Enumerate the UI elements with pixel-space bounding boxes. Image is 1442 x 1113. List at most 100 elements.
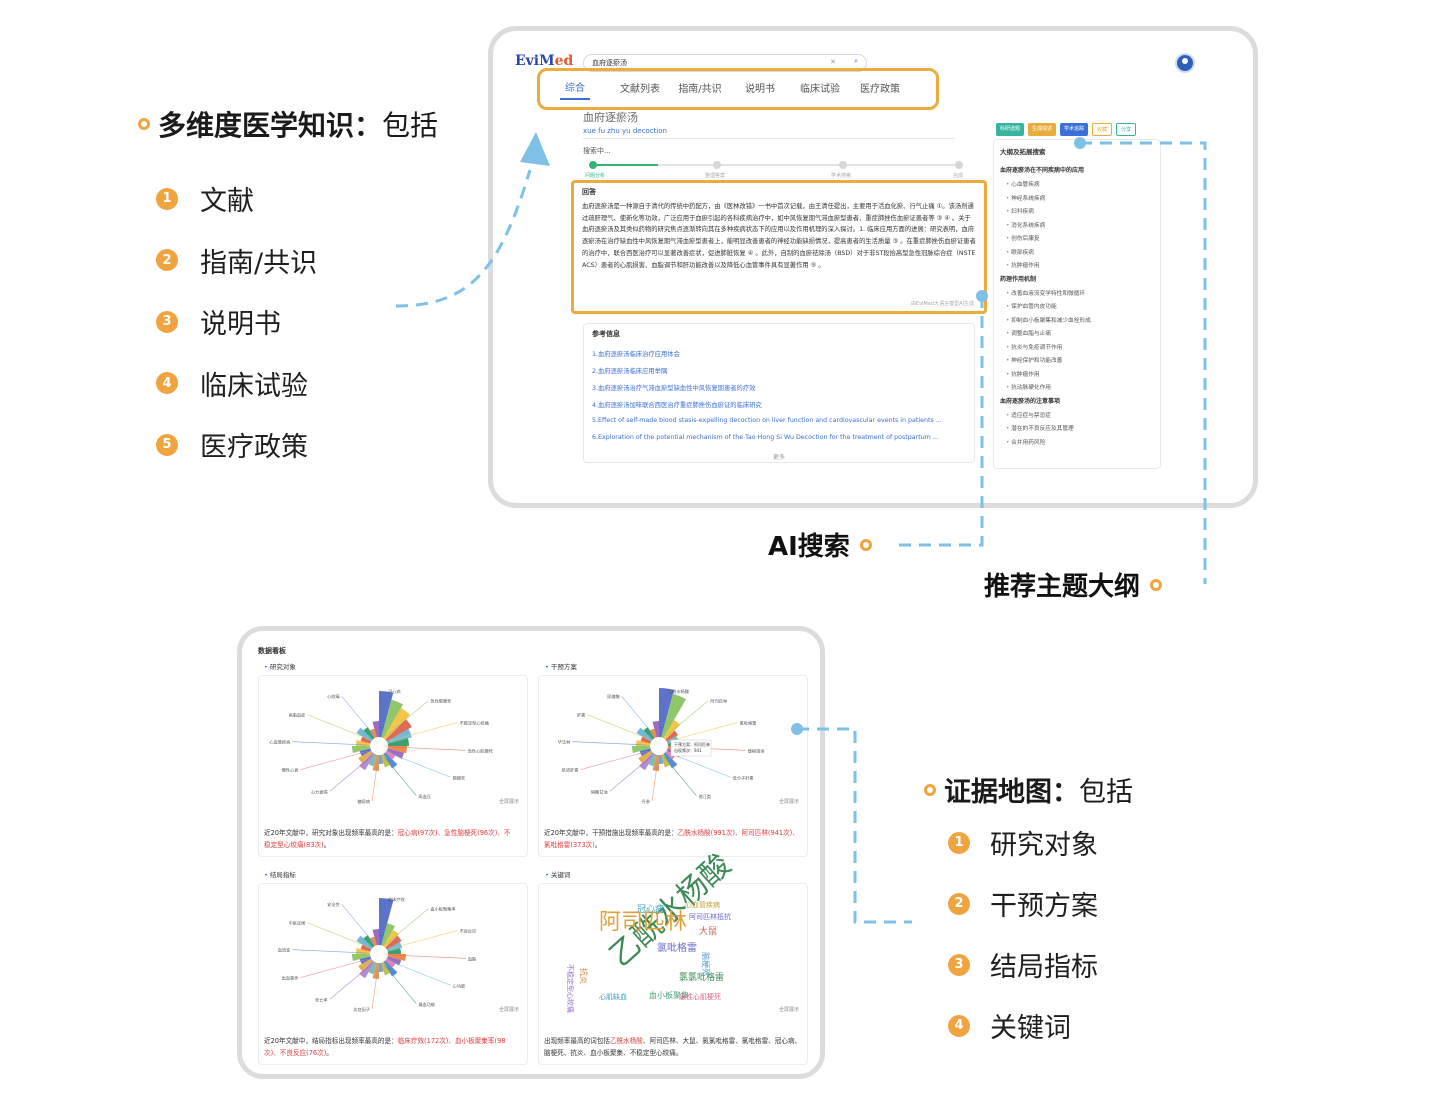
outline-item[interactable]: 潜在的不良反应及其管理 xyxy=(1000,423,1154,437)
keyword[interactable]: 大鼠 xyxy=(699,927,718,937)
fullscreen-button[interactable]: 全屏展示 xyxy=(778,799,799,805)
rose-segment[interactable] xyxy=(381,699,403,739)
keyword[interactable]: 心血管疾病 xyxy=(685,901,720,909)
keyword[interactable]: 心肌缺血 xyxy=(599,993,627,1001)
rose-segment[interactable] xyxy=(387,738,409,746)
outline-item[interactable]: 抗肿瘤作用 xyxy=(1000,260,1154,274)
outline-item[interactable]: 眼部疾病 xyxy=(1000,247,1154,261)
rose-segment[interactable] xyxy=(650,728,657,739)
review-button[interactable]: 生成综述 xyxy=(1028,123,1057,136)
fullscreen-button[interactable]: 全屏展示 xyxy=(498,1007,519,1013)
tab-instructions[interactable]: 说明书 xyxy=(745,83,775,95)
research-topic-button[interactable]: 科研选题 xyxy=(996,123,1025,136)
rose-segment[interactable] xyxy=(370,728,377,739)
keyword[interactable]: 血小板聚集 xyxy=(649,991,689,1000)
keyword[interactable]: 冠心病 xyxy=(637,905,665,915)
rose-segment[interactable] xyxy=(370,936,377,947)
keyword[interactable]: 急性心肌梗死 xyxy=(679,993,721,1001)
keyword[interactable]: 阿司匹林抵抗 xyxy=(689,913,731,921)
rose-segment[interactable] xyxy=(368,961,377,975)
rose-segment[interactable] xyxy=(661,693,686,739)
rose-segment[interactable] xyxy=(385,958,396,968)
tab-literature[interactable]: 文献列表 xyxy=(620,83,660,95)
tab-clinical-trials[interactable]: 临床试验 xyxy=(800,83,840,95)
outline-item[interactable]: 抑制血小板聚集和减少血栓形成 xyxy=(1000,315,1154,329)
rose-segment[interactable] xyxy=(648,753,657,767)
reference-link[interactable]: 6.Exploration of the potential mechanism… xyxy=(592,434,939,441)
rose-segment[interactable] xyxy=(386,748,405,759)
clear-icon[interactable]: ✕ xyxy=(830,58,836,66)
outline-item[interactable]: 合并用药风险 xyxy=(1000,437,1154,451)
rose-segment[interactable] xyxy=(381,923,395,947)
tab-overview[interactable]: 综合 xyxy=(560,79,590,100)
rose-segment[interactable] xyxy=(643,726,655,740)
keyword[interactable]: 阿司匹林 xyxy=(599,910,688,935)
rose-segment[interactable] xyxy=(379,898,394,946)
user-avatar-icon[interactable] xyxy=(1175,53,1195,73)
rose-segment[interactable] xyxy=(383,707,411,740)
keyword[interactable]: 抗炎 xyxy=(579,968,588,984)
rose-segment[interactable] xyxy=(372,721,379,738)
rose-segment[interactable] xyxy=(665,750,676,760)
reference-link[interactable]: 5.Effect of self-made blood stasis-expel… xyxy=(592,417,942,424)
rose-segment[interactable] xyxy=(386,956,402,966)
rose-segment[interactable] xyxy=(358,750,373,763)
rose-segment[interactable] xyxy=(363,934,375,948)
rose-segment[interactable] xyxy=(360,944,372,952)
rose-segment[interactable] xyxy=(383,960,398,977)
rose-segment[interactable] xyxy=(661,753,670,768)
rose-segment[interactable] xyxy=(386,942,403,952)
rose-segment[interactable] xyxy=(372,754,379,771)
rose-segment[interactable] xyxy=(638,750,653,763)
outline-item[interactable]: 神经保护和功能改善 xyxy=(1000,355,1154,369)
keyword[interactable]: 不稳定型心绞痛 xyxy=(566,964,574,1013)
outline-item[interactable]: 适应症与禁忌症 xyxy=(1000,410,1154,424)
rose-segment[interactable] xyxy=(385,719,412,742)
rose-segment[interactable] xyxy=(659,688,675,738)
rose-segment[interactable] xyxy=(379,691,394,738)
outline-item[interactable]: 抗动脉硬化作用 xyxy=(1000,382,1154,396)
outline-item[interactable]: 抗炎与免疫调节作用 xyxy=(1000,342,1154,356)
rose-segment[interactable] xyxy=(363,726,375,740)
outline-item[interactable]: 调整血脂与止痛 xyxy=(1000,328,1154,342)
outline-section[interactable]: 药理作用机制 xyxy=(1000,275,1037,283)
rose-segment[interactable] xyxy=(632,746,651,753)
outline-item[interactable]: 神经系统疾病 xyxy=(1000,193,1154,207)
outline-item[interactable]: 消化系统疾病 xyxy=(1000,220,1154,234)
favorite-button[interactable]: 收藏 xyxy=(1092,123,1113,136)
rose-segment[interactable] xyxy=(372,962,379,979)
rose-segment[interactable] xyxy=(379,754,384,764)
rose-segment[interactable] xyxy=(368,753,377,767)
rose-segment[interactable] xyxy=(381,753,390,768)
rose-segment[interactable] xyxy=(652,721,659,738)
rose-segment[interactable] xyxy=(356,727,373,742)
keyword[interactable]: 氯氯吡格雷 xyxy=(679,973,725,983)
tab-guidelines[interactable]: 指南/共识 xyxy=(678,83,722,95)
keyword[interactable]: 脑梗死 xyxy=(701,952,710,976)
outline-item[interactable]: 改善血液流变学特性和微循环 xyxy=(1000,288,1154,302)
rose-segment[interactable] xyxy=(640,736,652,744)
search-input[interactable]: 血府逐瘀汤 ✕ ⌕ xyxy=(583,54,867,72)
fullscreen-button[interactable]: 全屏展示 xyxy=(498,799,519,805)
rose-segment[interactable] xyxy=(358,958,373,971)
more-button[interactable]: 更多 xyxy=(772,454,785,461)
rose-segment[interactable] xyxy=(372,929,379,946)
tracking-button[interactable]: 学术追踪 xyxy=(1060,123,1089,136)
rose-segment[interactable] xyxy=(385,750,396,760)
fullscreen-button[interactable]: 全屏展示 xyxy=(778,1007,799,1013)
reference-link[interactable]: 4.血府逐瘀汤加味联合西医治疗重症肺挫伤血瘀证的临床研究 xyxy=(592,402,762,409)
reference-link[interactable]: 1.血府逐瘀汤临床治疗应用体会 xyxy=(592,351,680,358)
outline-item[interactable]: 创伤后康复 xyxy=(1000,233,1154,247)
rose-segment[interactable] xyxy=(383,752,398,769)
rose-segment[interactable] xyxy=(636,727,653,742)
reference-link[interactable]: 3.血府逐瘀汤治疗气滞血瘀型缺血性中风恢复期患者的疗效 xyxy=(592,385,756,392)
outline-item[interactable]: 保护血管内皮功能 xyxy=(1000,301,1154,315)
outline-section[interactable]: 血府逐瘀汤在不同疾病中的应用 xyxy=(1000,167,1085,174)
tab-policy[interactable]: 医疗政策 xyxy=(860,83,900,95)
keyword[interactable]: 氯吡格雷 xyxy=(657,943,697,954)
rose-segment[interactable] xyxy=(360,736,372,744)
rose-segment[interactable] xyxy=(356,935,373,950)
rose-segment[interactable] xyxy=(352,954,371,961)
rose-segment[interactable] xyxy=(352,746,371,753)
outline-item[interactable]: 心血管疾病 xyxy=(1000,179,1154,193)
